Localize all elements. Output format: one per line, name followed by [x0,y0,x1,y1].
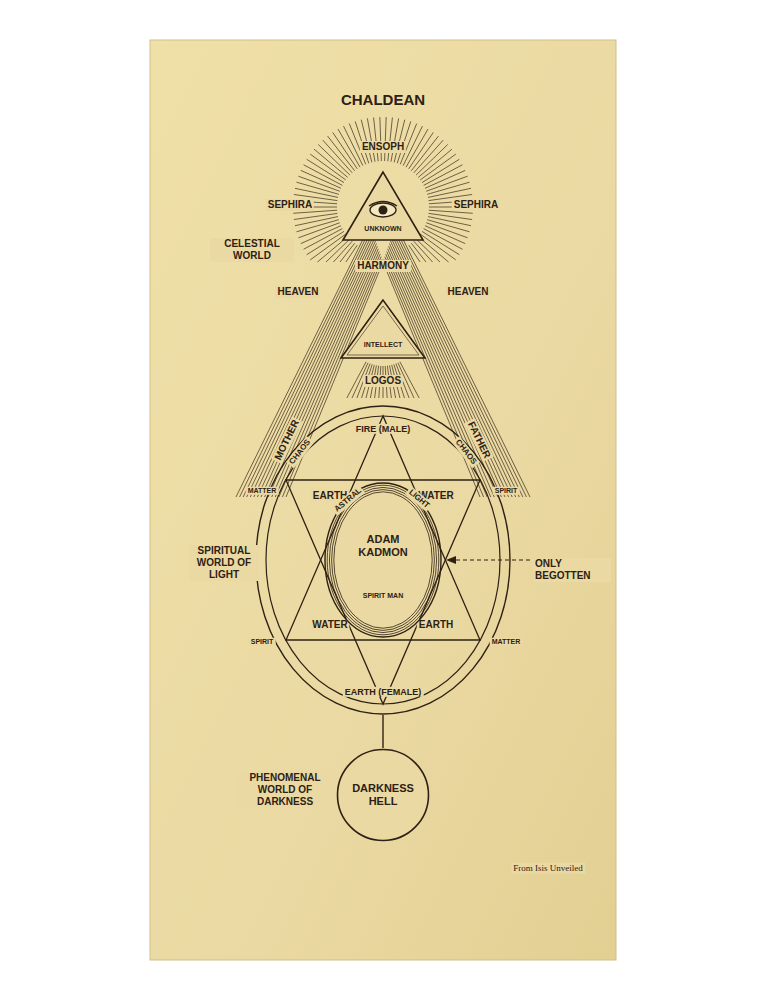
diagram-title: CHALDEAN [339,91,427,109]
world-label: SPIRITUAL WORLD OF LIGHT [189,545,259,581]
heaven-label: HEAVEN [276,286,321,298]
node-text: FIRE (MALE) [354,424,413,434]
node-text: EARTH [417,619,455,631]
node-text: DARKNESS HELL [352,782,414,807]
node-text: EARTH (FEMALE) [343,687,424,697]
darkness-circle: DARKNESS HELL [336,748,430,842]
band-lines [236,225,530,497]
node-outline [339,298,427,360]
callout-label: ONLY BEGOTTEN [533,558,611,582]
world-label: CELESTIAL WORLD [210,238,294,262]
pole-label: MATTER [490,638,523,646]
pole-label: SPIRIT [249,638,276,646]
eye-triangle: UNKNOWN [341,170,425,242]
node-text: INTELLECT [364,341,403,349]
intellect-triangle: INTELLECT [339,298,427,360]
node-text: ADAM KADMON [353,533,413,558]
heaven-label: HEAVEN [446,286,491,298]
node-text: UNKNOWN [364,225,401,233]
node-text: WATER [310,619,349,631]
logos-label: LOGOS [363,375,403,387]
connector-line [382,715,383,748]
ensoph-label: ENSOPH [360,141,406,153]
world-label: PHENOMENAL WORLD OF DARKNESS [237,772,333,808]
node-text: SPIRIT MAN [363,592,403,600]
sephira-label: SEPHIRA [266,199,314,211]
sephira-label: SEPHIRA [452,199,500,211]
only-begotten-leader [446,556,530,564]
source-note: From Isis Unveiled [511,863,585,874]
pole-label: SPIRIT [493,487,520,495]
pole-label: MATTER [246,487,279,495]
harmony-label: HARMONY [355,260,411,272]
paper-card [150,40,616,960]
